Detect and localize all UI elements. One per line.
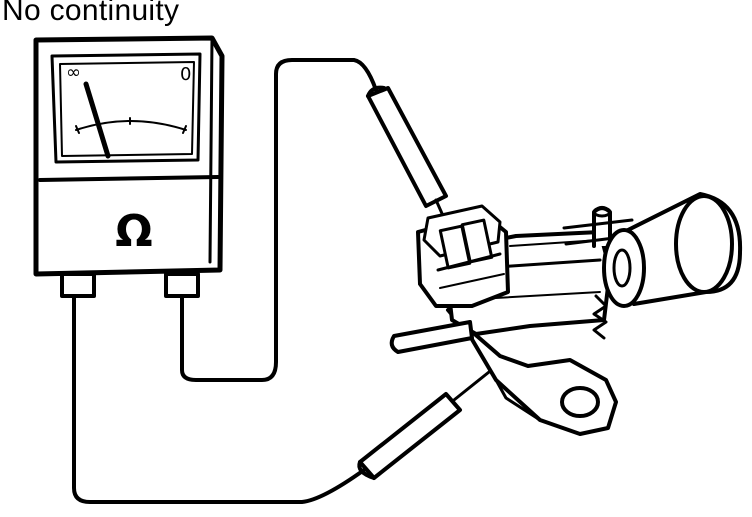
- meter-needle: [83, 81, 111, 159]
- electrical-connector: [416, 204, 510, 308]
- filter-canister: [602, 192, 743, 308]
- test-probe-lower: [357, 366, 496, 480]
- test-lead-upper-wire: [180, 58, 378, 382]
- ohm-symbol: Ω: [115, 206, 152, 257]
- test-lead-lower-wire: [72, 294, 366, 504]
- valve-spring: [592, 294, 608, 340]
- caption: No continuity: [2, 0, 180, 27]
- meter-terminal-right: [164, 272, 200, 298]
- vacuum-switching-valve: [389, 192, 743, 436]
- scale-zero-label: 0: [180, 64, 191, 85]
- vacuum-port-side: [389, 320, 474, 354]
- bracket-hole: [560, 386, 600, 418]
- test-probe-upper: [366, 85, 454, 238]
- meter-terminal-left: [60, 272, 96, 298]
- meter-dial: ∞ 0: [50, 52, 202, 164]
- scale-infinity-label: ∞: [66, 62, 81, 83]
- mounting-bracket: [446, 308, 618, 436]
- ohmmeter: ∞ 0 Ω: [33, 35, 225, 298]
